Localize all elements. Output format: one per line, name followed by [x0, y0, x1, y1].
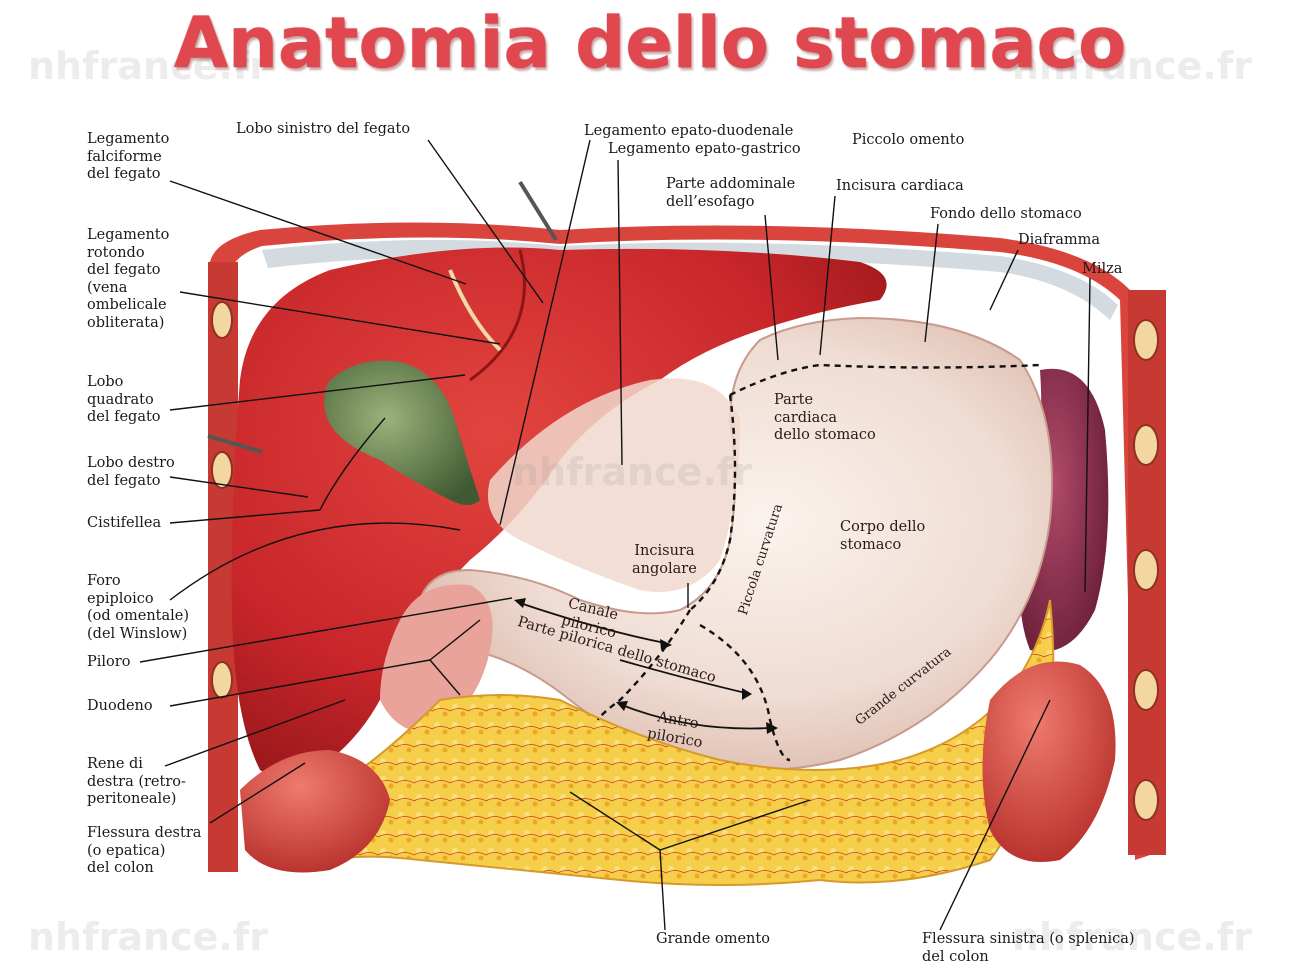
label-parte-addominale: Parte addominale dell’esofago — [666, 176, 796, 210]
label-flessura-destra: Flessura destra (o epatica) del colon — [87, 825, 202, 876]
label-piccolo-omento: Piccolo omento — [852, 132, 965, 148]
label-duodeno: Duodeno — [87, 698, 153, 714]
label-milza: Milza — [1082, 261, 1123, 277]
watermark-center: nhfrance.fr — [512, 450, 753, 494]
label-grande-omento: Grande omento — [656, 931, 770, 947]
label-flessura-sinistra: Flessura sinistra (o splenica) del colon — [922, 931, 1135, 965]
label-legamento-rotondo: Legamento rotondo del fegato (vena ombel… — [87, 227, 170, 331]
label-lobo-quadrato: Lobo quadrato del fegato — [87, 374, 161, 425]
label-cistifellea: Cistifellea — [87, 515, 162, 531]
label-legamento-epato-duodenale: Legamento epato-duodenale — [584, 123, 794, 139]
watermark-top-right: nhfrance.fr — [1012, 44, 1253, 88]
label-corpo-stomaco: Corpo dello stomaco — [840, 519, 926, 553]
label-lobo-destro: Lobo destro del fegato — [87, 455, 175, 489]
label-foro-epiploico: Foro epiploico (od omentale) (del Winslo… — [87, 573, 190, 642]
label-diaframma: Diaframma — [1018, 232, 1100, 248]
label-incisura-angolare: Incisura angolare — [632, 543, 697, 577]
label-lobo-sinistro: Lobo sinistro del fegato — [236, 121, 411, 137]
label-incisura-cardiaca: Incisura cardiaca — [836, 178, 964, 194]
label-piloro: Piloro — [87, 654, 131, 670]
watermark-bottom-left: nhfrance.fr — [28, 915, 269, 959]
label-legamento-falciforme: Legamento falciforme del fegato — [87, 131, 170, 182]
watermark-top-left: nhfrance.fr — [28, 44, 269, 88]
label-fondo-stomaco: Fondo dello stomaco — [930, 206, 1082, 222]
page-title: Anatomia dello stomaco — [173, 2, 1127, 84]
label-parte-cardiaca: Parte cardiaca dello stomaco — [774, 392, 876, 443]
watermark-bottom-right: nhfrance.fr — [1012, 915, 1253, 959]
label-legamento-epato-gastrico: Legamento epato-gastrico — [608, 141, 801, 157]
label-rene-destra: Rene di destra (retro- peritoneale) — [87, 756, 186, 807]
